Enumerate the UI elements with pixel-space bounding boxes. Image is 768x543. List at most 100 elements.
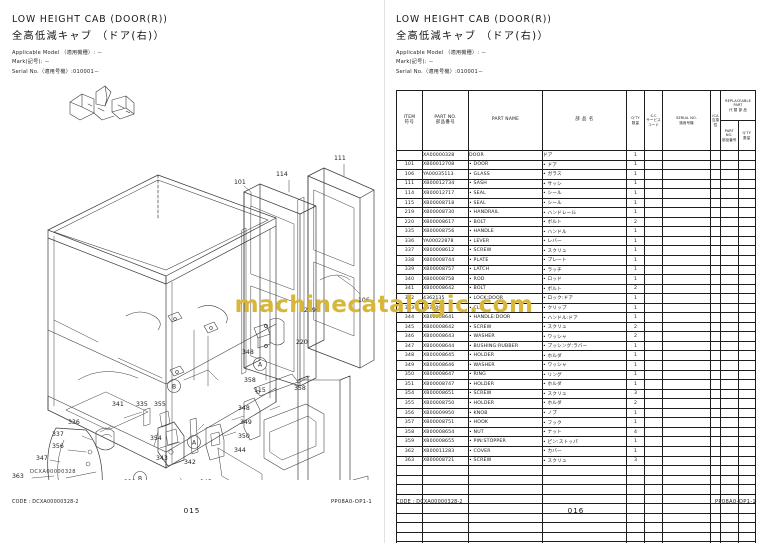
cell-pname: • SASH [468, 178, 543, 190]
cell-rqty [737, 302, 756, 314]
cell-rpno [720, 331, 739, 342]
cell-rpno [720, 245, 739, 256]
cell-rqty [737, 398, 756, 409]
cell-item: 337 [396, 245, 423, 256]
cell-pno: XB00008730 [422, 207, 469, 218]
cell-empty [662, 465, 711, 476]
cell-pname: • DOOR [468, 159, 543, 171]
col-part-name-jp: 部 品 名 [542, 90, 627, 151]
cell-pno: XB00008747 [422, 379, 469, 390]
cell-qty: 1 [626, 302, 645, 314]
cell-sc [644, 207, 663, 218]
cell-empty [396, 474, 423, 486]
cell-qty: 1 [626, 207, 645, 218]
cell-rqty [737, 417, 756, 428]
cell-rpno [720, 235, 739, 247]
cell-pname: • GLASS [468, 169, 543, 180]
cell-item: 347 [396, 340, 423, 352]
callout-339: 339 [124, 479, 136, 480]
cell-sc [644, 455, 663, 467]
cell-pname: • SCREW [468, 455, 543, 467]
cell-item: 351 [396, 379, 423, 390]
cell-empty [542, 465, 627, 476]
cell-jname: • スクリュ [542, 245, 627, 256]
page-title-jp-right: 全高低減キャブ （ドア(右)） [396, 31, 549, 42]
cell-ica [710, 417, 721, 428]
cell-jname: • ラッチ [542, 264, 627, 276]
cell-empty [422, 522, 469, 533]
cell-empty [626, 493, 645, 505]
cell-ser [662, 455, 711, 467]
table-row-empty [396, 484, 756, 495]
cell-pno: XB00008647 [422, 369, 469, 381]
cell-pno: XB00008643 [422, 331, 469, 342]
cell-empty [626, 531, 645, 543]
cell-ica [710, 207, 721, 218]
mark-right: Mark(記号): － [396, 59, 434, 66]
cell-ica [710, 331, 721, 342]
cell-item: 338 [396, 255, 423, 266]
cell-empty [468, 474, 543, 486]
cell-jname: • ロッド [542, 274, 627, 285]
cell-ica [710, 379, 721, 390]
cell-ser [662, 255, 711, 266]
page-divider [384, 0, 385, 543]
cell-qty: 1 [626, 245, 645, 256]
callout-114: 114 [276, 171, 288, 178]
cell-rqty [737, 255, 756, 266]
cell-rqty [737, 150, 756, 161]
cell-pname: • PIN:STOPPER [468, 436, 543, 447]
cell-pname: • CLIP [468, 302, 543, 314]
cell-jname: • ハンドレール [542, 207, 627, 218]
cell-pno: XB00008612 [422, 245, 469, 256]
left-footer-rule [12, 494, 372, 495]
cell-ica [710, 235, 721, 247]
cell-qty: 1 [626, 226, 645, 237]
cell-rqty [737, 235, 756, 247]
table-row-empty [396, 531, 756, 543]
cell-empty [626, 484, 645, 495]
mark: Mark(記号): － [12, 59, 50, 66]
cell-empty [662, 493, 711, 505]
cell-sc [644, 312, 663, 323]
cell-pno: XB00009950 [422, 407, 469, 419]
cell-pname: • SEAL [468, 188, 543, 199]
cell-ica [710, 293, 721, 304]
cell-rqty [737, 312, 756, 323]
cell-empty [422, 465, 469, 476]
cell-jname: • ホルダ [542, 379, 627, 390]
cell-item: 336 [396, 235, 423, 247]
cell-qty: 4 [626, 426, 645, 438]
header-meta: Applicable Model （適用機種）: － Mark(記号): － S… [12, 49, 168, 77]
table-row-empty [396, 465, 756, 476]
cell-empty [396, 484, 423, 495]
cell-qty: 1 [626, 436, 645, 447]
cell-ica [710, 255, 721, 266]
cell-empty [644, 465, 663, 476]
cell-item [396, 150, 423, 161]
cell-empty [737, 474, 756, 486]
serial-no: Serial No.（適用号機）:010001－ [12, 68, 100, 75]
cell-ser [662, 388, 711, 400]
cell-sc [644, 188, 663, 199]
callout-336: 336 [68, 419, 80, 426]
cell-empty [542, 522, 627, 533]
cell-ica [710, 407, 721, 419]
cell-sc [644, 369, 663, 381]
cell-jname: • ホルダ [542, 350, 627, 362]
cell-ica [710, 302, 721, 314]
cell-rqty [737, 445, 756, 457]
callout-358b: 358 [294, 385, 306, 392]
cell-qty: 1 [626, 159, 645, 171]
cell-pno: XB00008756 [422, 226, 469, 237]
left-header: LOW HEIGHT CAB (DOOR(R)) 全高低減キャブ （ドア(右)）… [12, 14, 168, 77]
applicable-model-right: Applicable Model （適用機種）: － [396, 50, 487, 56]
cell-rpno [720, 360, 739, 371]
cell-empty [542, 474, 627, 486]
cell-item: 219 [396, 207, 423, 218]
